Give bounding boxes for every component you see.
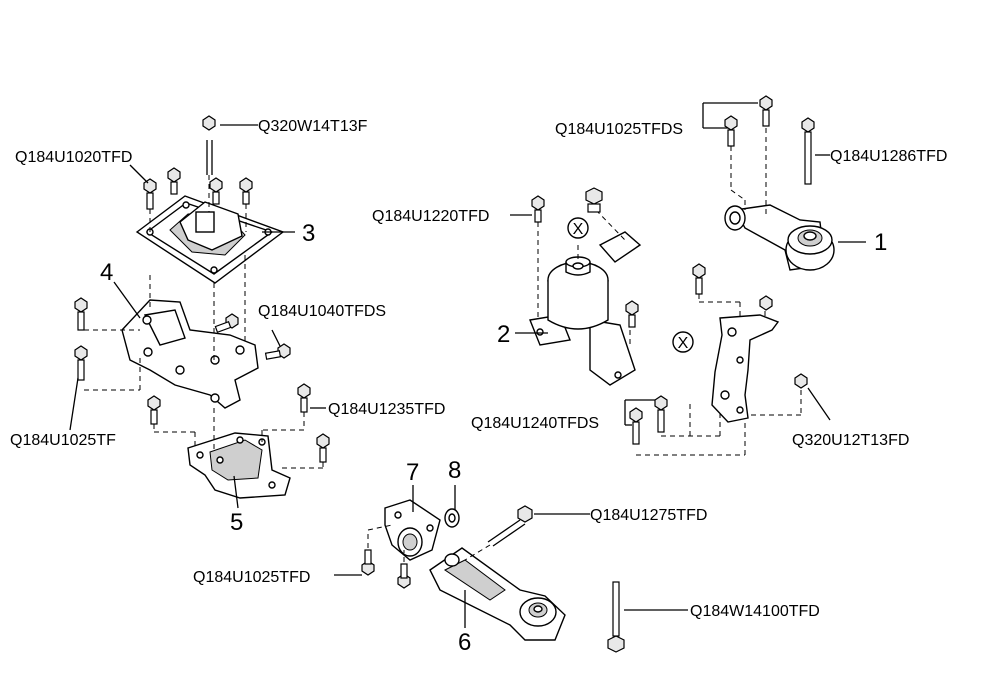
part-6-bolts xyxy=(361,505,625,653)
callout-1: 1 xyxy=(874,229,887,256)
part-5-lower-bracket xyxy=(187,432,291,499)
part-2-bolts xyxy=(531,187,639,328)
part-6-torque-rod xyxy=(429,547,566,641)
svg-text:X: X xyxy=(678,335,689,352)
label-q184u1220tfd: Q184U1220TFD xyxy=(372,208,489,225)
label-q184u1025tf: Q184U1025TF xyxy=(10,432,116,449)
label-q184w14100tfd: Q184W14100TFD xyxy=(690,603,820,620)
callout-5: 5 xyxy=(230,509,243,536)
right-bracket-bolts xyxy=(629,263,808,456)
label-q184u1025tfd: Q184U1025TFD xyxy=(193,569,310,586)
label-q184u1040tfds: Q184U1040TFDS xyxy=(258,303,386,320)
label-q320u12t13fd: Q320U12T13FD xyxy=(792,432,909,449)
label-q184u1025tfds: Q184U1025TFDS xyxy=(555,121,683,138)
part-4-bolts xyxy=(74,297,291,391)
part-number-labels: Q320W14T13F Q184U1020TFD Q184U1025TFDS Q… xyxy=(10,118,947,620)
callout-7: 7 xyxy=(406,459,419,486)
part-7-bracket xyxy=(384,499,441,561)
part-1-torque-rod xyxy=(724,128,835,271)
svg-text:X: X xyxy=(573,221,584,238)
callout-4: 4 xyxy=(100,259,113,286)
callout-3: 3 xyxy=(302,220,315,247)
part-3-bolts xyxy=(143,115,253,232)
reference-x-left: X xyxy=(567,217,589,239)
callout-2: 2 xyxy=(497,321,510,348)
callout-6: 6 xyxy=(458,629,471,656)
reference-x-right: X xyxy=(672,331,694,353)
label-q320w14t13f: Q320W14T13F xyxy=(258,118,368,135)
part-8-washer xyxy=(444,508,460,528)
part-4-bracket xyxy=(121,255,259,409)
label-q184u1240tfds: Q184U1240TFDS xyxy=(471,415,599,432)
label-q184u1275tfd: Q184U1275TFD xyxy=(590,507,707,524)
part-3-transmission-mount xyxy=(135,195,285,284)
part-2-engine-mount xyxy=(529,209,642,386)
leader-lines xyxy=(69,102,866,628)
callout-8: 8 xyxy=(448,457,461,484)
part-1-bolts xyxy=(724,95,815,201)
label-q184u1286tfd: Q184U1286TFD xyxy=(830,148,947,165)
part-5-bolts xyxy=(147,383,330,469)
label-q184u1020tfd: Q184U1020TFD xyxy=(15,149,132,166)
right-bracket xyxy=(711,302,780,423)
label-q184u1235tfd: Q184U1235TFD xyxy=(328,401,445,418)
callout-numbers: 1 2 3 4 5 6 7 8 xyxy=(100,220,887,656)
